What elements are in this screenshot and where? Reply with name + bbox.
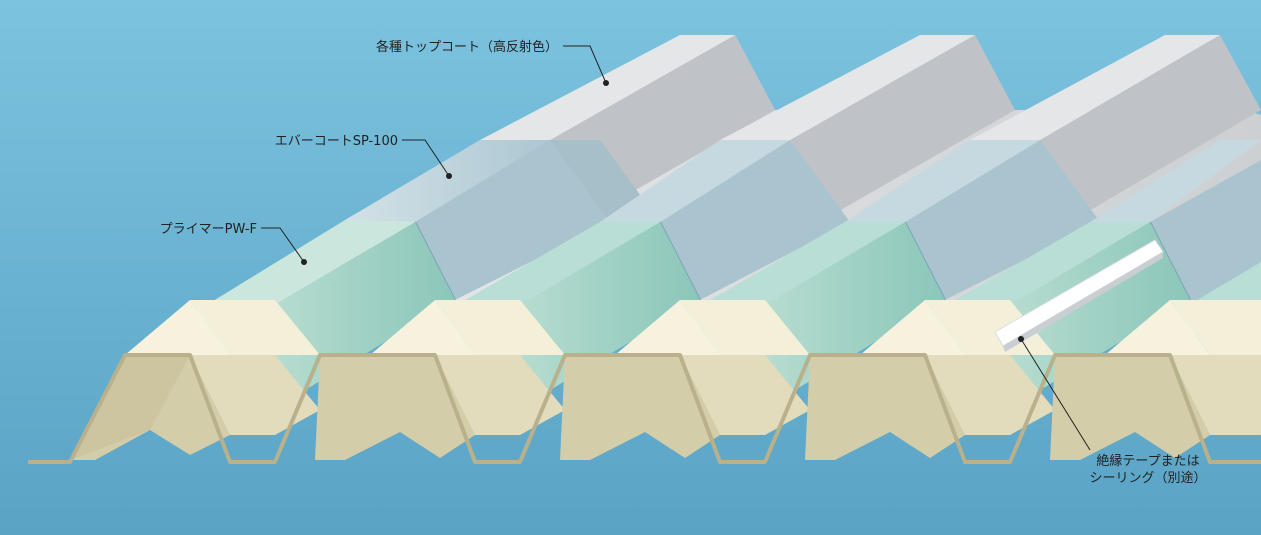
leader-line-primer — [261, 227, 305, 263]
insulation-tape — [994, 239, 1164, 352]
label-tape-line2: シーリング（別途） — [1089, 470, 1206, 486]
leader-dot-primer — [301, 259, 307, 265]
leader-lines — [261, 45, 1091, 451]
leader-dot-tape — [1018, 336, 1024, 342]
leader-line-topcoat — [563, 45, 607, 84]
leader-dot-topcoat — [603, 80, 609, 86]
leader-dot-evercoat — [446, 173, 452, 179]
label-evercoat: エバーコートSP-100 — [275, 134, 398, 149]
leader-line-evercoat — [402, 139, 450, 177]
leader-line-tape — [1020, 338, 1091, 451]
label-primer: プライマーPW-F — [160, 222, 257, 237]
label-topcoat: 各種トップコート（高反射色） — [376, 39, 558, 55]
steel-sheet — [28, 300, 1261, 464]
label-tape-line1: 絶縁テープまたは — [1096, 453, 1199, 469]
